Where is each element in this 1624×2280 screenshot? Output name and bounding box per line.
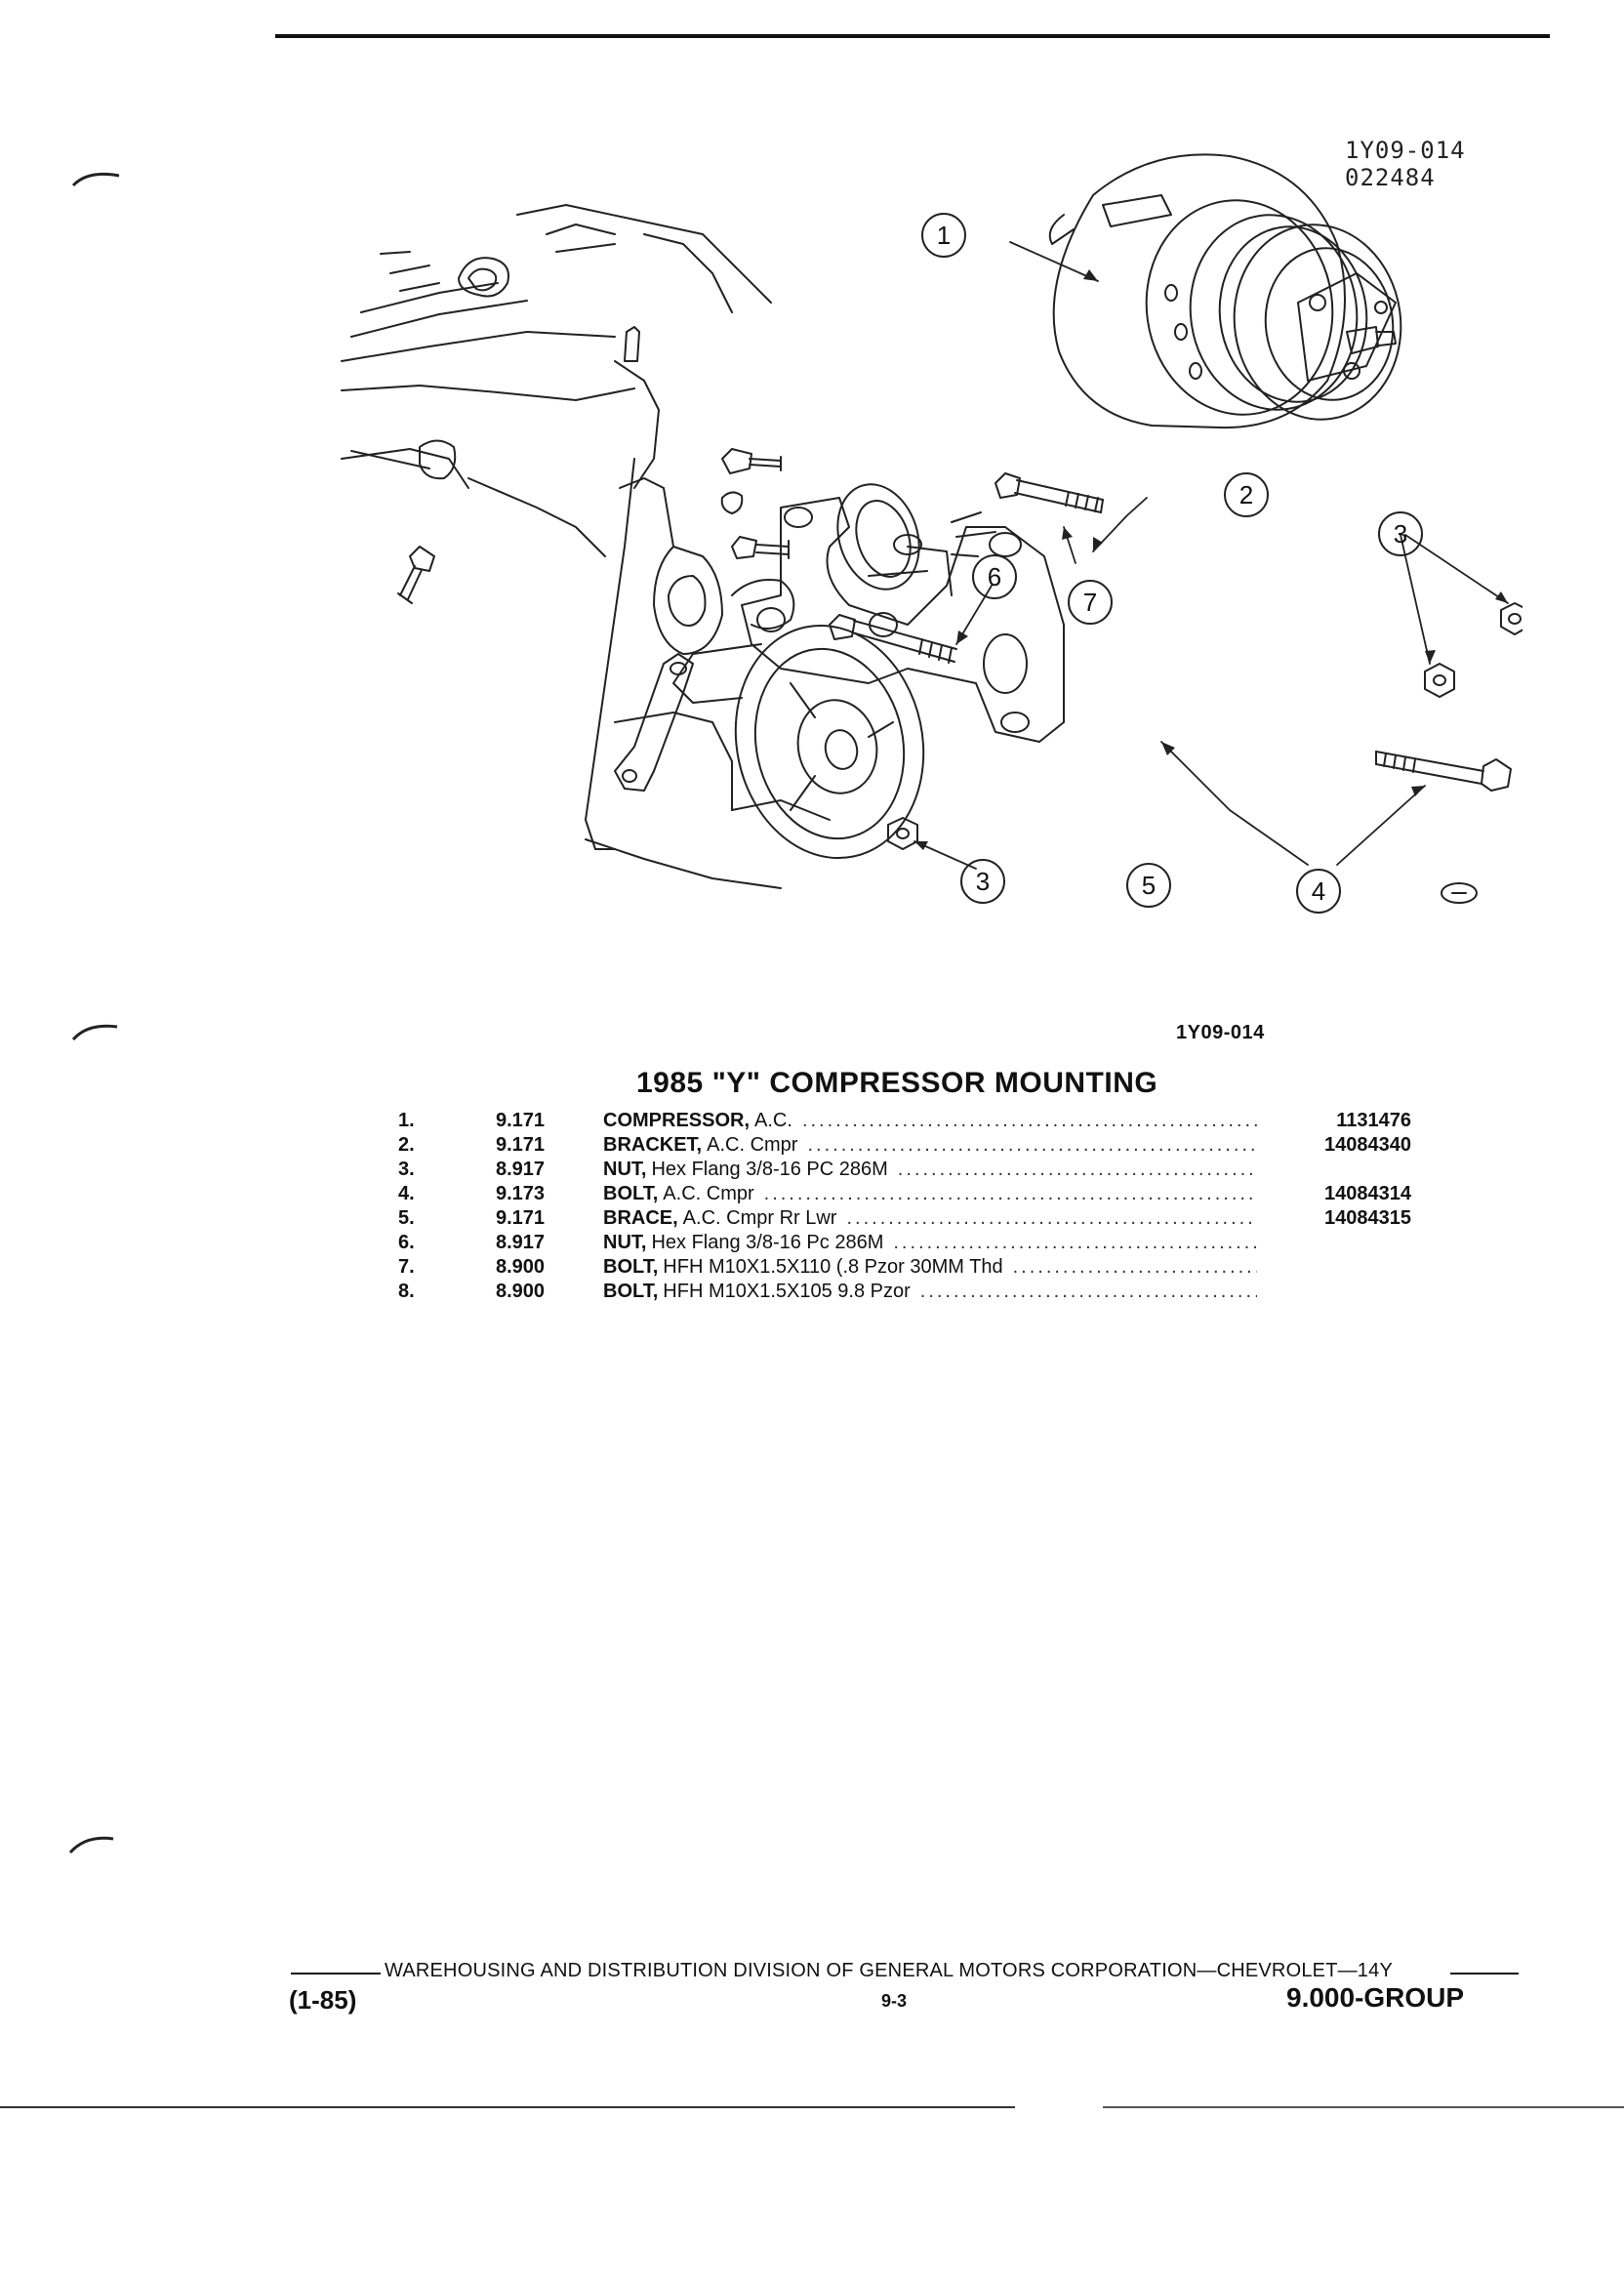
illustration-ref: 1Y09-014 022484 bbox=[1345, 137, 1466, 191]
footer-rule-left bbox=[291, 1973, 381, 1975]
g-logo-mark bbox=[1441, 882, 1478, 904]
illustration-ref-date: 022484 bbox=[1345, 164, 1436, 191]
binder-marks bbox=[68, 172, 120, 1854]
dot-leader: ........................................… bbox=[801, 1110, 1257, 1131]
part-detail: A.C. Cmpr Rr Lwr bbox=[682, 1207, 837, 1229]
part-number bbox=[1275, 1158, 1411, 1182]
callout-3-left: 3 bbox=[960, 859, 1005, 904]
dot-leader: ........................................… bbox=[807, 1134, 1257, 1156]
part-name: BOLT, bbox=[603, 1256, 659, 1278]
part-name: BRACE, bbox=[603, 1207, 678, 1229]
table-row: 8. 8.900 BOLT,HFH M10X1.5X105 9.8 Pzor..… bbox=[398, 1280, 1411, 1304]
footer-rule-right bbox=[1450, 1973, 1519, 1975]
part-number bbox=[1275, 1231, 1411, 1255]
dot-leader: ........................................… bbox=[846, 1207, 1257, 1229]
header-rule bbox=[275, 34, 1550, 38]
group-number: 9.173 bbox=[496, 1183, 546, 1204]
callout-6: 6 bbox=[972, 554, 1017, 599]
part-name: COMPRESSOR, bbox=[603, 1110, 751, 1131]
part-detail: HFH M10X1.5X105 9.8 Pzor bbox=[663, 1281, 911, 1302]
dot-leader: ........................................… bbox=[897, 1159, 1257, 1180]
item-number: 7. bbox=[398, 1256, 415, 1278]
part-number bbox=[1275, 1280, 1411, 1304]
part-name: BRACKET, bbox=[603, 1134, 703, 1156]
group-number: 8.900 bbox=[496, 1281, 546, 1302]
table-row: 1. 9.171 COMPRESSOR,A.C.................… bbox=[398, 1109, 1411, 1133]
dot-leader: ........................................… bbox=[763, 1183, 1257, 1204]
item-number: 1. bbox=[398, 1110, 415, 1131]
compressor-drawing bbox=[1048, 153, 1402, 429]
table-row: 2. 9.171 BRACKET,A.C. Cmpr..............… bbox=[398, 1133, 1411, 1158]
callout-5: 5 bbox=[1126, 863, 1171, 908]
callout-7: 7 bbox=[1068, 580, 1113, 625]
item-number: 8. bbox=[398, 1281, 415, 1302]
group-number: 9.171 bbox=[496, 1134, 546, 1156]
dot-leader: ........................................… bbox=[919, 1281, 1257, 1302]
brace-drawing bbox=[614, 653, 694, 792]
item-number: 2. bbox=[398, 1134, 415, 1156]
footer-group-label: 9.000-GROUP bbox=[1286, 1982, 1465, 2013]
figure-code: 1Y09-014 bbox=[1176, 1022, 1265, 1043]
bolt-6-drawing bbox=[829, 614, 957, 664]
group-number: 8.917 bbox=[496, 1232, 546, 1253]
section-title: 1985 "Y" COMPRESSOR MOUNTING bbox=[636, 1067, 1158, 1099]
table-row: 7. 8.900 BOLT,HFH M10X1.5X110 (.8 Pzor 3… bbox=[398, 1255, 1411, 1280]
engine-block-drawing bbox=[341, 204, 996, 889]
callout-1: 1 bbox=[921, 213, 966, 258]
part-number: 1131476 bbox=[1336, 1110, 1411, 1131]
item-number: 3. bbox=[398, 1159, 415, 1180]
bolt-7-drawing bbox=[995, 472, 1104, 513]
part-detail: Hex Flang 3/8-16 Pc 286M bbox=[651, 1232, 884, 1253]
nut-drawings bbox=[887, 602, 1522, 850]
part-number: 14084340 bbox=[1324, 1134, 1411, 1156]
item-number: 5. bbox=[398, 1207, 415, 1229]
group-number: 8.917 bbox=[496, 1159, 546, 1180]
callout-3-right: 3 bbox=[1378, 511, 1423, 556]
exploded-view-illustration bbox=[341, 153, 1522, 904]
part-name: BOLT, bbox=[603, 1281, 659, 1302]
footer-page-number: 9-3 bbox=[881, 1991, 908, 2011]
table-row: 4. 9.173 BOLT,A.C. Cmpr.................… bbox=[398, 1182, 1411, 1206]
group-number: 9.171 bbox=[496, 1207, 546, 1229]
callout-2: 2 bbox=[1224, 472, 1269, 517]
part-name: NUT, bbox=[603, 1232, 647, 1253]
part-name: NUT, bbox=[603, 1159, 647, 1180]
table-row: 3. 8.917 NUT,Hex Flang 3/8-16 PC 286M...… bbox=[398, 1158, 1411, 1182]
part-name: BOLT, bbox=[603, 1183, 659, 1204]
illustration-ref-code: 1Y09-014 bbox=[1345, 137, 1466, 164]
bracket-drawing bbox=[672, 497, 1065, 743]
part-detail: A.C. bbox=[754, 1110, 792, 1131]
dot-leader: ........................................… bbox=[893, 1232, 1257, 1253]
part-detail: HFH M10X1.5X110 (.8 Pzor 30MM Thd bbox=[663, 1256, 1003, 1278]
item-number: 6. bbox=[398, 1232, 415, 1253]
group-number: 8.900 bbox=[496, 1256, 546, 1278]
footer-division-line: WAREHOUSING AND DISTRIBUTION DIVISION OF… bbox=[385, 1960, 1393, 1981]
parts-table: 1. 9.171 COMPRESSOR,A.C.................… bbox=[398, 1109, 1411, 1304]
group-number: 9.171 bbox=[496, 1110, 546, 1131]
table-row: 5. 9.171 BRACE,A.C. Cmpr Rr Lwr.........… bbox=[398, 1206, 1411, 1231]
footer-date-code: (1-85) bbox=[289, 1985, 357, 2015]
callout-4: 4 bbox=[1296, 869, 1341, 914]
item-number: 4. bbox=[398, 1183, 415, 1204]
bottom-scan-rule-right bbox=[1103, 2106, 1624, 2108]
bolt-4-drawing bbox=[1375, 751, 1512, 792]
table-row: 6. 8.917 NUT,Hex Flang 3/8-16 Pc 286M...… bbox=[398, 1231, 1411, 1255]
part-number: 14084314 bbox=[1324, 1183, 1411, 1204]
part-detail: Hex Flang 3/8-16 PC 286M bbox=[651, 1159, 888, 1180]
part-detail: A.C. Cmpr bbox=[707, 1134, 798, 1156]
dot-leader: ........................................… bbox=[1012, 1256, 1257, 1278]
bottom-scan-rule bbox=[0, 2106, 1015, 2108]
part-number: 14084315 bbox=[1324, 1207, 1411, 1229]
part-detail: A.C. Cmpr bbox=[663, 1183, 754, 1204]
part-number bbox=[1275, 1255, 1411, 1280]
